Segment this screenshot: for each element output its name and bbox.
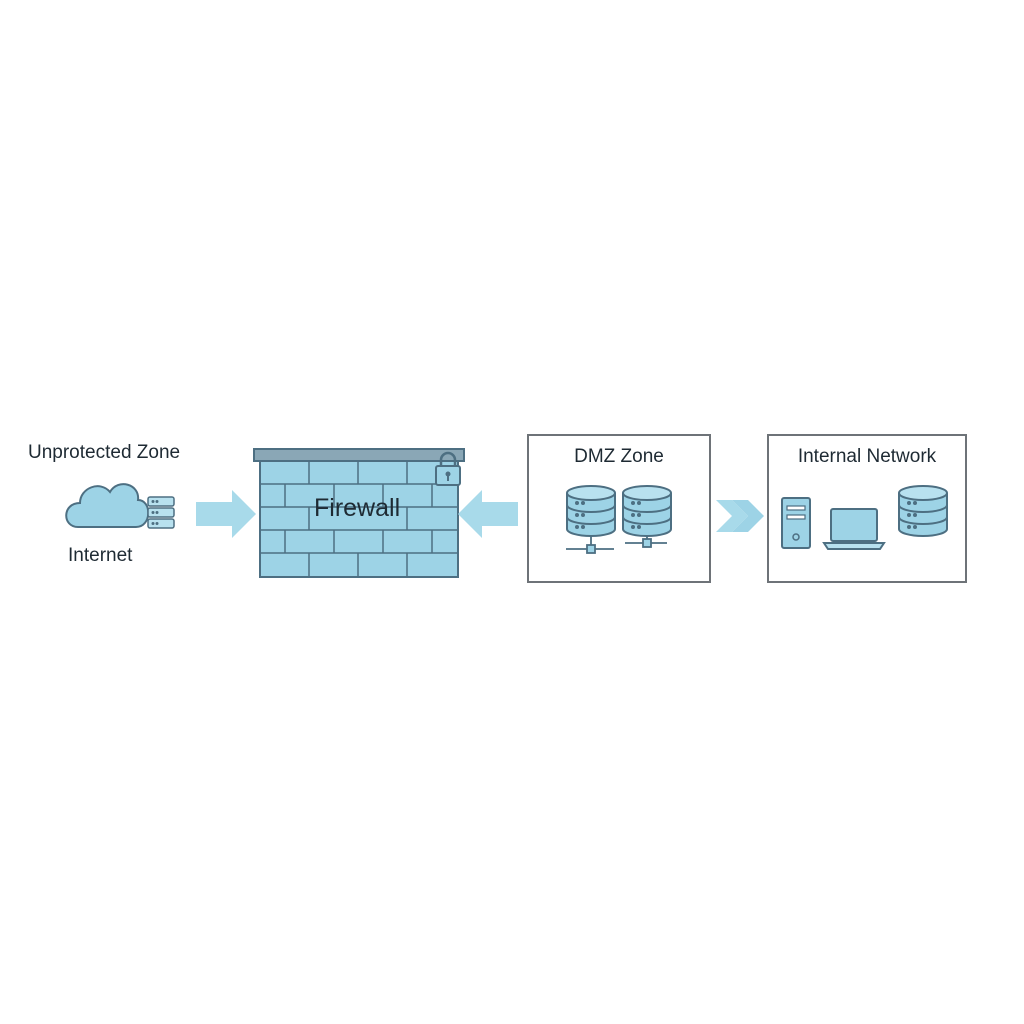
laptop-icon xyxy=(822,508,886,550)
router-icon xyxy=(147,496,175,529)
desktop-tower-icon xyxy=(781,497,811,549)
forward-arrow xyxy=(716,500,764,532)
cloud-icon xyxy=(65,483,150,528)
unprotected-zone-label: Unprotected Zone xyxy=(28,442,181,463)
network-link-icon xyxy=(566,536,667,554)
dmz-zone-box xyxy=(527,434,711,583)
firewall-label: Firewall xyxy=(314,494,401,522)
brick-wall-icon xyxy=(253,448,465,578)
database-server-icon xyxy=(898,485,948,537)
dmz-zone-label: DMZ Zone xyxy=(574,446,664,467)
dmz-arrow xyxy=(458,490,518,538)
database-server-icon xyxy=(566,485,616,537)
internet-label: Internet xyxy=(68,545,133,566)
internal-network-label: Internal Network xyxy=(797,446,937,467)
database-server-icon xyxy=(622,485,672,537)
padlock-icon xyxy=(435,451,461,486)
inbound-arrow xyxy=(196,490,256,538)
